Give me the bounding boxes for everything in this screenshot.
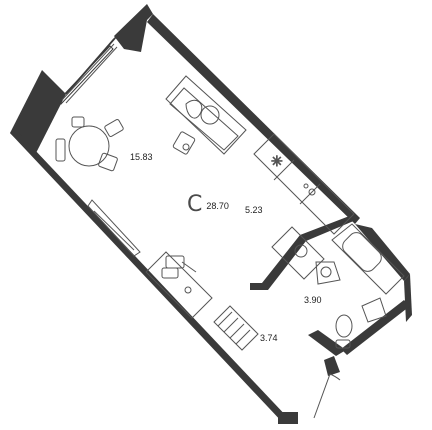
sofa <box>165 75 247 155</box>
window-top <box>61 43 118 104</box>
wardrobe <box>213 305 259 351</box>
kitchen-area-label: 5.23 <box>245 205 263 215</box>
walls <box>10 4 412 424</box>
total-area: C 28.70 <box>187 194 229 216</box>
dining-table <box>55 116 124 172</box>
bathroom-area-label: 3.90 <box>304 295 322 305</box>
toilet <box>335 314 353 349</box>
hall-area-label: 3.74 <box>260 333 278 343</box>
total-area-label: 28.70 <box>206 201 229 211</box>
bath-sink <box>315 261 387 323</box>
entrance-door <box>313 373 341 419</box>
washing-machine <box>271 226 325 280</box>
room-area-label: 15.83 <box>130 152 153 162</box>
desk-with-chair <box>145 251 213 319</box>
total-area-icon: C <box>187 192 203 217</box>
svg-text:✳: ✳ <box>271 154 283 170</box>
tv-stand <box>87 199 141 257</box>
bathtub <box>331 223 405 295</box>
kitchen-unit: ✳ <box>253 133 355 235</box>
